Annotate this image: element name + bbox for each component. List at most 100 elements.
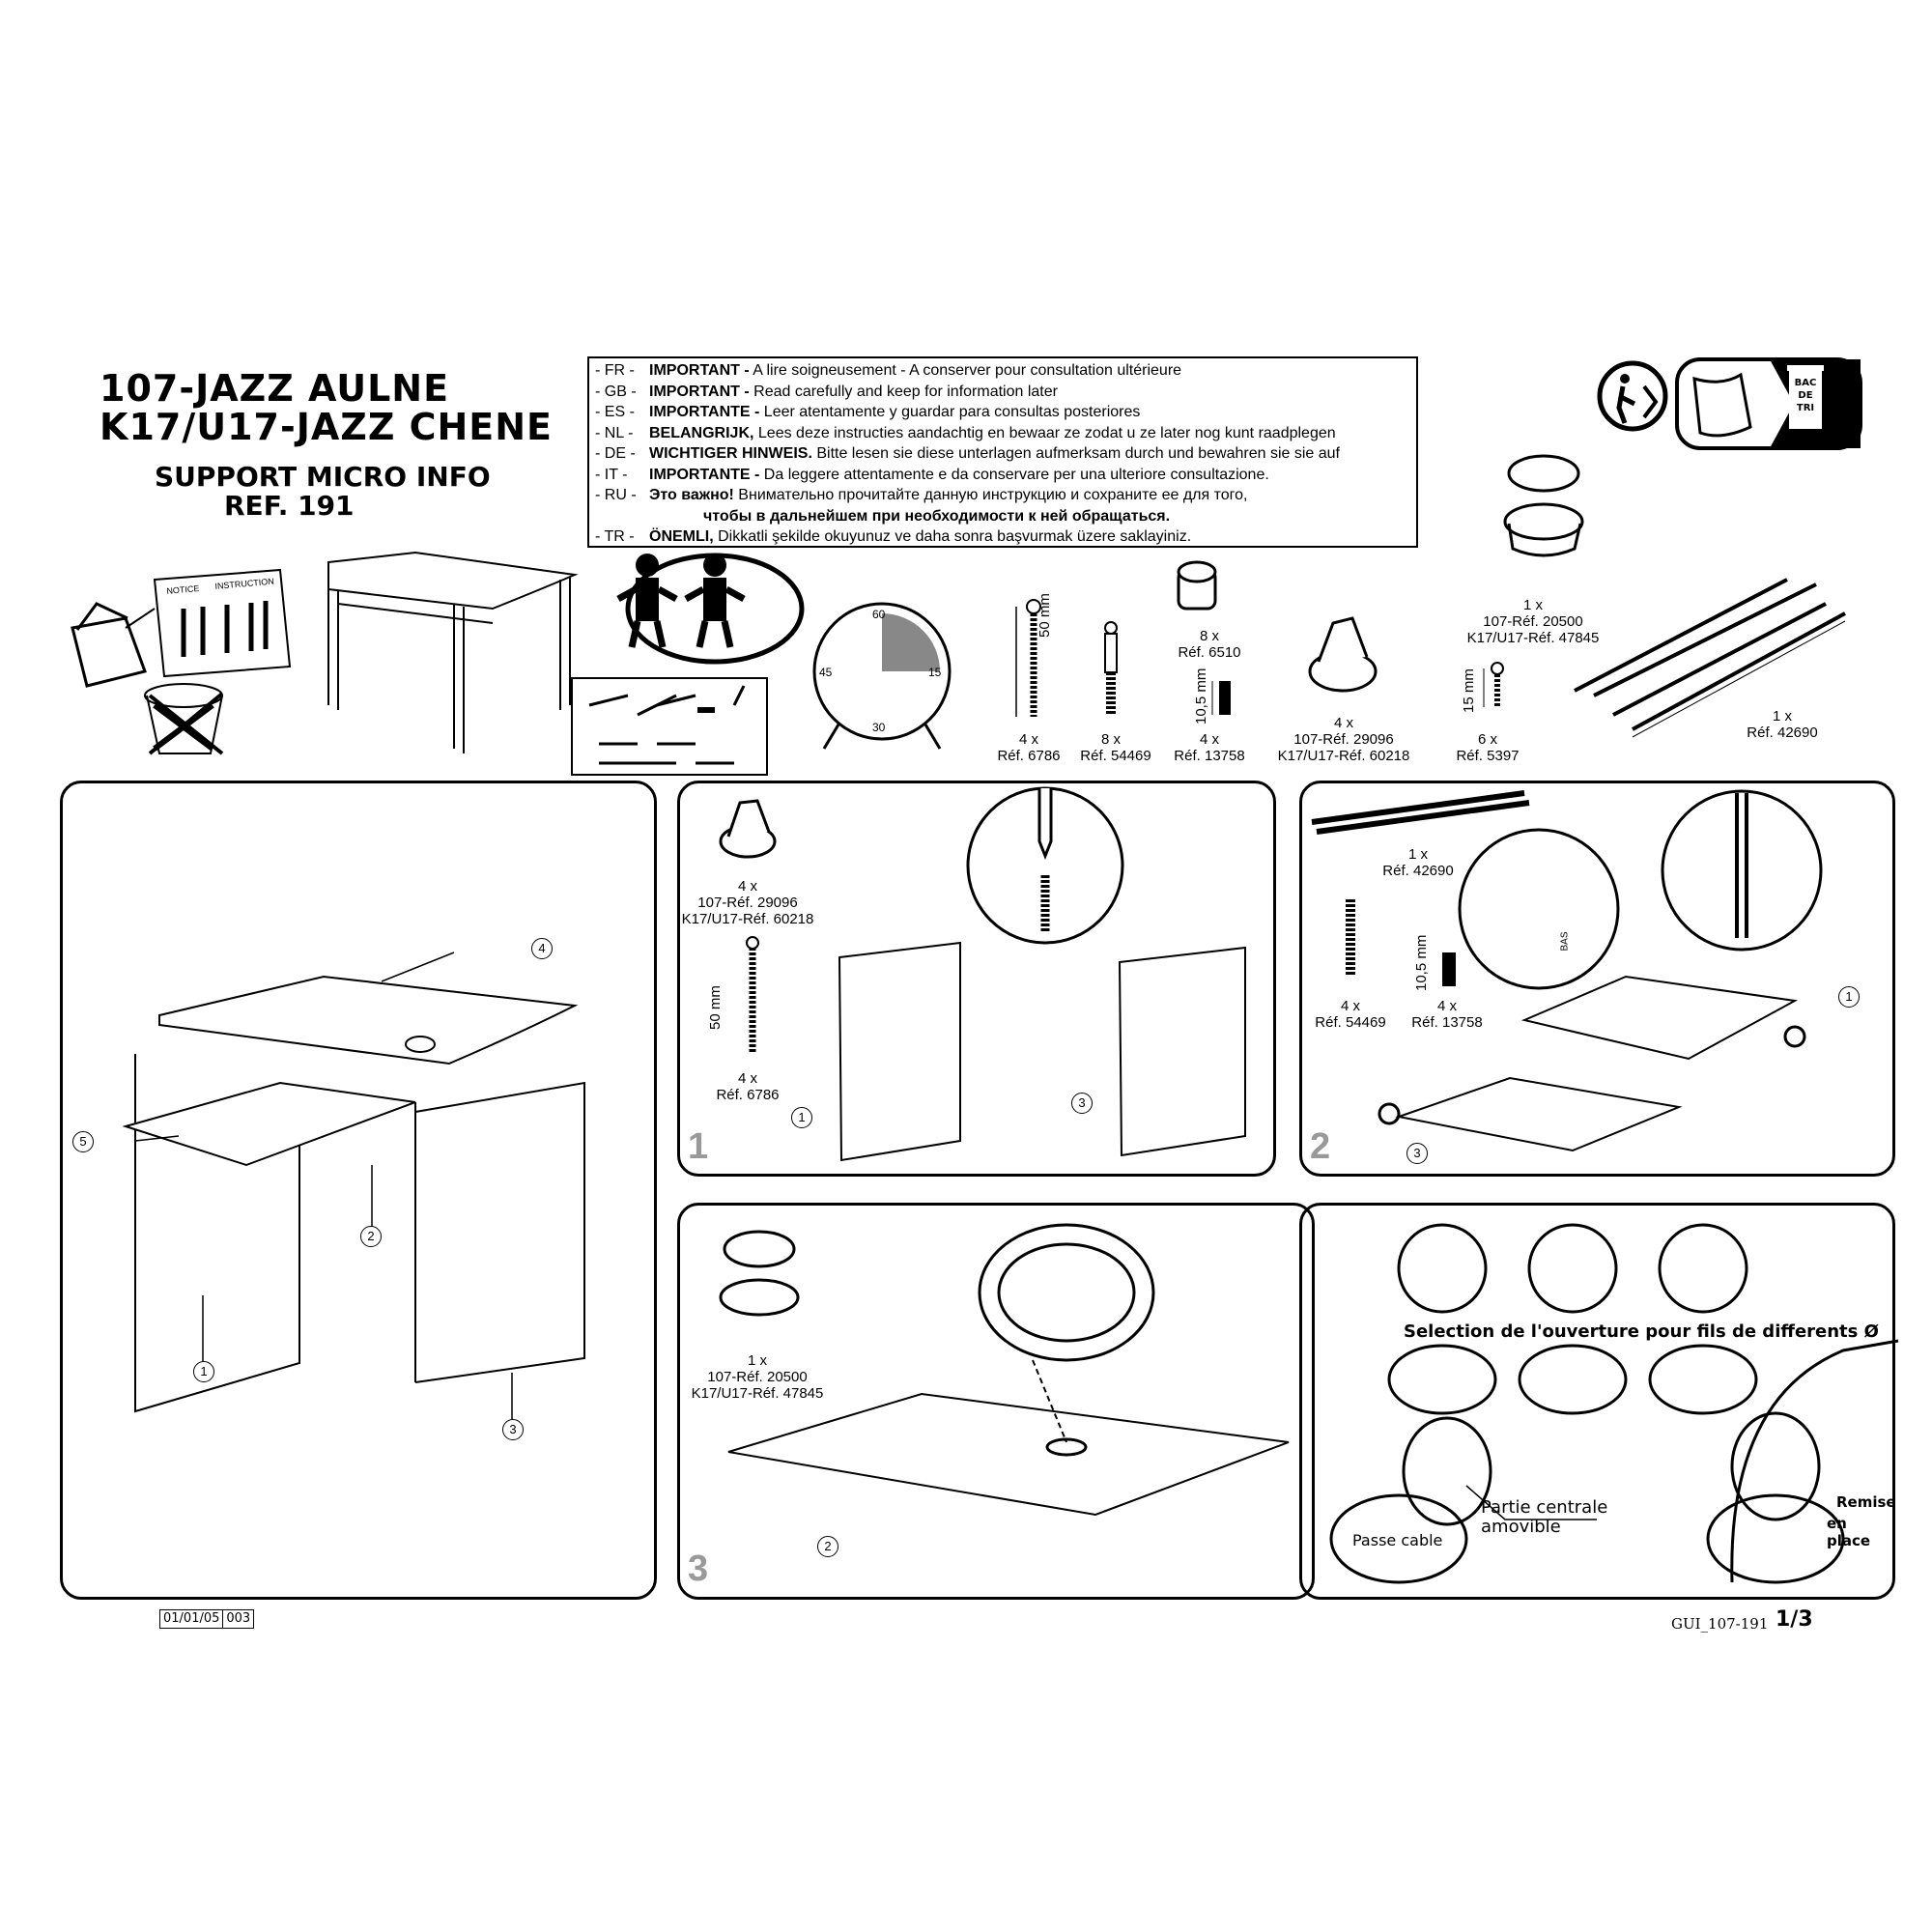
notice-emphasis: IMPORTANTE - bbox=[649, 404, 760, 420]
callout-part-3: 3 bbox=[1406, 1143, 1428, 1164]
hardware-ref: 107-Réf. 29096 bbox=[1293, 731, 1394, 748]
hardware-ref: Réf. 6510 bbox=[1178, 644, 1241, 661]
callout-part-3: 3 bbox=[1071, 1093, 1093, 1114]
product-title-line1: 107-JAZZ AULNE bbox=[99, 367, 450, 410]
notice-line: - NL -BELANGRIJK, Lees deze instructies … bbox=[595, 423, 1410, 444]
screw-6786-dimension: 50 mm bbox=[1037, 593, 1053, 638]
callout-part-1: 1 bbox=[791, 1107, 812, 1128]
grommet-qty: 1 x bbox=[747, 1352, 767, 1369]
notice-text: чтобы в дальнейшем при необходимости к н… bbox=[703, 507, 1171, 525]
bin-label: BAC DE TRI bbox=[1794, 378, 1817, 413]
notice-line: - DE - WICHTIGER HINWEIS. Bitte lesen sie… bbox=[595, 443, 1410, 465]
cam-ref: 107-Réf. 29096 bbox=[697, 895, 798, 911]
callout-part-3: 3 bbox=[502, 1419, 524, 1440]
notice-text: Leer atentamente y guardar para consulta… bbox=[759, 404, 1141, 420]
callout-part-1: 1 bbox=[193, 1361, 214, 1382]
grommet-ref-alt: K17/U17-Réf. 47845 bbox=[691, 1385, 824, 1402]
revision-code: 003 bbox=[226, 1611, 251, 1626]
step-2-drawing bbox=[1311, 789, 1823, 1152]
desk-preview bbox=[327, 551, 579, 753]
preparation-illustrations bbox=[71, 551, 805, 776]
cam-ref-alt: K17/U17-Réf. 60218 bbox=[681, 911, 814, 927]
box-icon bbox=[71, 602, 156, 688]
hardware-qty: 1 x bbox=[1522, 597, 1543, 613]
screw-ref: Réf. 6786 bbox=[716, 1087, 780, 1103]
language-code: - NL - bbox=[595, 424, 634, 441]
insert-13758-icon bbox=[1211, 681, 1231, 715]
step-number: 1 bbox=[688, 1126, 709, 1167]
cam-6510-icon bbox=[1177, 560, 1217, 611]
insert-dimension: 10,5 mm bbox=[1413, 934, 1430, 991]
cable-pass-label: Passe cable bbox=[1352, 1531, 1443, 1549]
notice-line: - IT -IMPORTANTE - Da leggere attentamen… bbox=[595, 465, 1410, 486]
notice-line: чтобы в дальнейшем при необходимости к н… bbox=[595, 506, 1410, 527]
step-2-panel: 1 x Réf. 42690 10,5 mm 4 x Réf. 54469 4 … bbox=[1299, 781, 1895, 1177]
notice-text: A lire soigneusement - A conserver pour … bbox=[749, 362, 1182, 379]
overview-panel: 4 5 2 1 3 bbox=[60, 781, 657, 1600]
hardware-qty: 8 x bbox=[1199, 628, 1219, 644]
hardware-qty: 4 x bbox=[1199, 731, 1219, 748]
crossed-bin-icon bbox=[144, 683, 224, 755]
grommet-options-drawing bbox=[1329, 1223, 1899, 1584]
date: 01/01/05 bbox=[160, 1610, 224, 1628]
document-id: GUI_107-191 bbox=[1671, 1615, 1769, 1633]
exploded-desk-drawing bbox=[122, 952, 585, 1421]
notice-emphasis: Это важно! bbox=[649, 487, 734, 503]
recycling-icons: BAC DE TRI bbox=[1596, 357, 1866, 450]
callout-part-1: 1 bbox=[1838, 986, 1860, 1008]
grommet-ref: 107-Réf. 20500 bbox=[707, 1369, 808, 1385]
hardware-qty: 8 x bbox=[1100, 731, 1121, 748]
notice-text: Read carefully and keep for information … bbox=[749, 383, 1058, 400]
opening-selection-caption: Selection de l'ouverture pour fils de di… bbox=[1404, 1321, 1879, 1342]
removable-center-label: Partie centrale bbox=[1481, 1497, 1608, 1518]
screw-5397-icon bbox=[1483, 662, 1504, 707]
tools-box bbox=[571, 677, 768, 776]
hardware-qty: 1 x bbox=[1772, 708, 1792, 724]
hardware-ref: Réf. 6786 bbox=[997, 748, 1061, 764]
step-3-panel: 1 x 107-Réf. 20500 K17/U17-Réf. 47845 2 … bbox=[677, 1203, 1315, 1600]
insert-qty: 4 x bbox=[1436, 998, 1457, 1014]
notice-emphasis: BELANGRIJK, bbox=[649, 424, 754, 441]
dowel-qty: 4 x bbox=[1340, 998, 1360, 1014]
notice-emphasis: WICHTIGER HINWEIS. bbox=[649, 445, 812, 462]
product-title-line2: K17/U17-JAZZ CHENE bbox=[99, 406, 554, 448]
bottom-label: BAS bbox=[1559, 931, 1571, 952]
notice-emphasis: IMPORTANT - bbox=[649, 383, 750, 400]
language-code: - GB - bbox=[595, 383, 637, 400]
product-name: SUPPORT MICRO INFO bbox=[155, 461, 491, 493]
cable-grommet-panel: Selection de l'ouverture pour fils de di… bbox=[1299, 1203, 1899, 1600]
clock-face bbox=[812, 602, 952, 750]
step-3-drawing bbox=[719, 1223, 1290, 1517]
language-code: - RU - bbox=[595, 487, 637, 503]
page-number: 1/3 bbox=[1776, 1607, 1813, 1632]
hardware-ref-alt: K17/U17-Réf. 47845 bbox=[1466, 630, 1600, 646]
hardware-ref: Réf. 5397 bbox=[1456, 748, 1520, 764]
screw-qty: 4 x bbox=[737, 1070, 757, 1087]
notice-text: Bitte lesen sie diese unterlagen aufmerk… bbox=[811, 445, 1340, 462]
screw-dimension: 50 mm bbox=[707, 985, 724, 1030]
notice-emphasis: ÖNEMLI, bbox=[649, 528, 714, 545]
hardware-qty: 6 x bbox=[1477, 731, 1497, 748]
step-1-panel: 4 x 107-Réf. 29096 K17/U17-Réf. 60218 50… bbox=[677, 781, 1276, 1177]
hardware-qty: 4 x bbox=[1333, 715, 1353, 731]
language-code: - FR - bbox=[595, 362, 635, 379]
notice-text: Внимательно прочитайте данную инструкцию… bbox=[733, 487, 1248, 503]
notice-line: - FR -IMPORTANT - A lire soigneusement -… bbox=[595, 360, 1410, 382]
hardware-ref: 107-Réf. 20500 bbox=[1483, 613, 1583, 630]
language-code: - DE - bbox=[595, 445, 636, 462]
hardware-ref-alt: K17/U17-Réf. 60218 bbox=[1277, 748, 1410, 764]
manual-icon bbox=[153, 568, 292, 678]
language-code: - TR - bbox=[595, 528, 635, 545]
hardware-drawings bbox=[1015, 454, 1846, 738]
screw-5397-dimension: 15 mm bbox=[1461, 668, 1477, 713]
clock-tick-60: 60 bbox=[872, 608, 886, 621]
notice-line: - ES -IMPORTANTE - Leer atentamente y gu… bbox=[595, 402, 1410, 423]
clock-tick-30: 30 bbox=[872, 721, 886, 734]
cam-qty: 4 x bbox=[737, 878, 757, 895]
insert-ref: Réf. 13758 bbox=[1411, 1014, 1483, 1031]
step-number: 3 bbox=[688, 1548, 709, 1589]
replace-label-2: en place bbox=[1827, 1515, 1871, 1549]
hardware-ref: Réf. 13758 bbox=[1174, 748, 1245, 764]
notice-line: - GB - IMPORTANT - Read carefully and kee… bbox=[595, 382, 1410, 403]
notice-line: - RU - Это важно! Внимательно прочитайте … bbox=[595, 485, 1410, 506]
